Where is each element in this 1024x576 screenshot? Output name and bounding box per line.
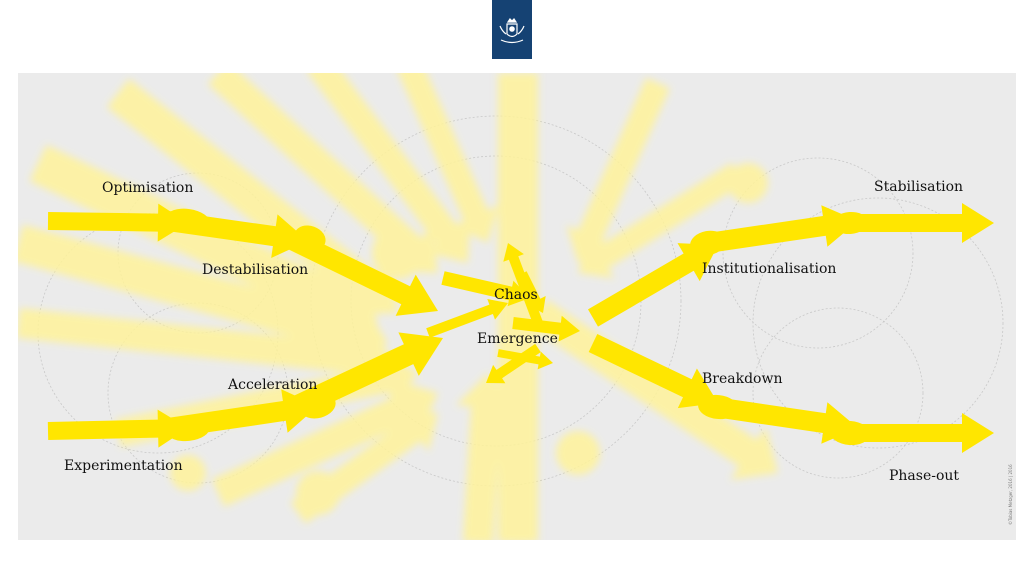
ghost-arrow — [398, 73, 499, 243]
ghost-arrow — [29, 144, 378, 341]
ghost-arrow — [566, 77, 670, 263]
transition-diagram: Optimisation Destabilisation Acceleratio… — [18, 73, 1016, 540]
label-destabilisation: Destabilisation — [202, 262, 308, 278]
ghost-arrow — [18, 308, 398, 390]
coat-of-arms-icon — [492, 0, 532, 59]
knot-destabilisation — [294, 225, 326, 251]
label-stabilisation: Stabilisation — [874, 179, 963, 195]
ghost-blob — [556, 431, 600, 475]
ghost-arrow — [529, 299, 778, 480]
knot-experimentation — [166, 416, 210, 442]
ghost-arrow — [211, 379, 438, 507]
arrow-emergence-1 — [512, 315, 580, 342]
arrow-emergence-2 — [486, 343, 541, 384]
arrow-phase-out-1 — [706, 396, 858, 444]
ghost-arrow — [456, 373, 516, 540]
rijksoverheid-logo — [492, 0, 532, 59]
knot-phase-out — [830, 420, 870, 446]
arrow-stabilisation-1 — [706, 205, 858, 253]
knot-breakdown — [698, 394, 738, 420]
label-institutionalisation: Institutionalisation — [702, 261, 836, 277]
ghost-blob — [500, 175, 536, 211]
knot-institutionalisation — [690, 230, 726, 256]
arrow-destabilisation — [283, 229, 438, 316]
ghost-blob — [170, 455, 206, 491]
arrow-chaos-3 — [519, 271, 546, 313]
arrow-chaos-1 — [441, 271, 530, 307]
label-experimentation: Experimentation — [64, 458, 183, 474]
flow-arrows — [47, 203, 994, 453]
label-breakdown: Breakdown — [702, 371, 783, 387]
ghost-blob — [296, 471, 340, 515]
arrow-chaos-4 — [426, 299, 508, 338]
arrow-optimisation — [47, 203, 189, 242]
credit-text: ©Tobias Metzger, 2016 | 2016 — [1008, 464, 1013, 525]
transition-diagram-svg: Optimisation Destabilisation Acceleratio… — [18, 73, 1013, 540]
label-emergence: Emergence — [477, 331, 558, 347]
ghost-blob — [372, 227, 424, 279]
ghost-arrow — [18, 224, 388, 370]
ghost-arrow — [207, 73, 438, 273]
arrow-emergence-3 — [497, 349, 553, 370]
label-phase-out: Phase-out — [889, 468, 959, 484]
arrow-experimentation — [47, 409, 188, 448]
arrow-stabilisation-2 — [838, 203, 994, 243]
knot-stabilisation — [832, 211, 868, 235]
arrow-breakdown — [588, 334, 718, 409]
ghost-arrow — [307, 73, 470, 263]
ghost-blob — [728, 163, 768, 203]
knot-optimisation — [166, 208, 210, 232]
knot-acceleration — [300, 393, 336, 419]
arrow-acceleration — [293, 332, 443, 416]
arrow-phase-out-2 — [838, 413, 994, 453]
label-acceleration: Acceleration — [227, 377, 317, 393]
label-optimisation: Optimisation — [102, 180, 193, 196]
label-chaos: Chaos — [494, 287, 538, 303]
arrow-institutionalisation — [588, 243, 718, 327]
ghost-arrow — [578, 162, 745, 279]
